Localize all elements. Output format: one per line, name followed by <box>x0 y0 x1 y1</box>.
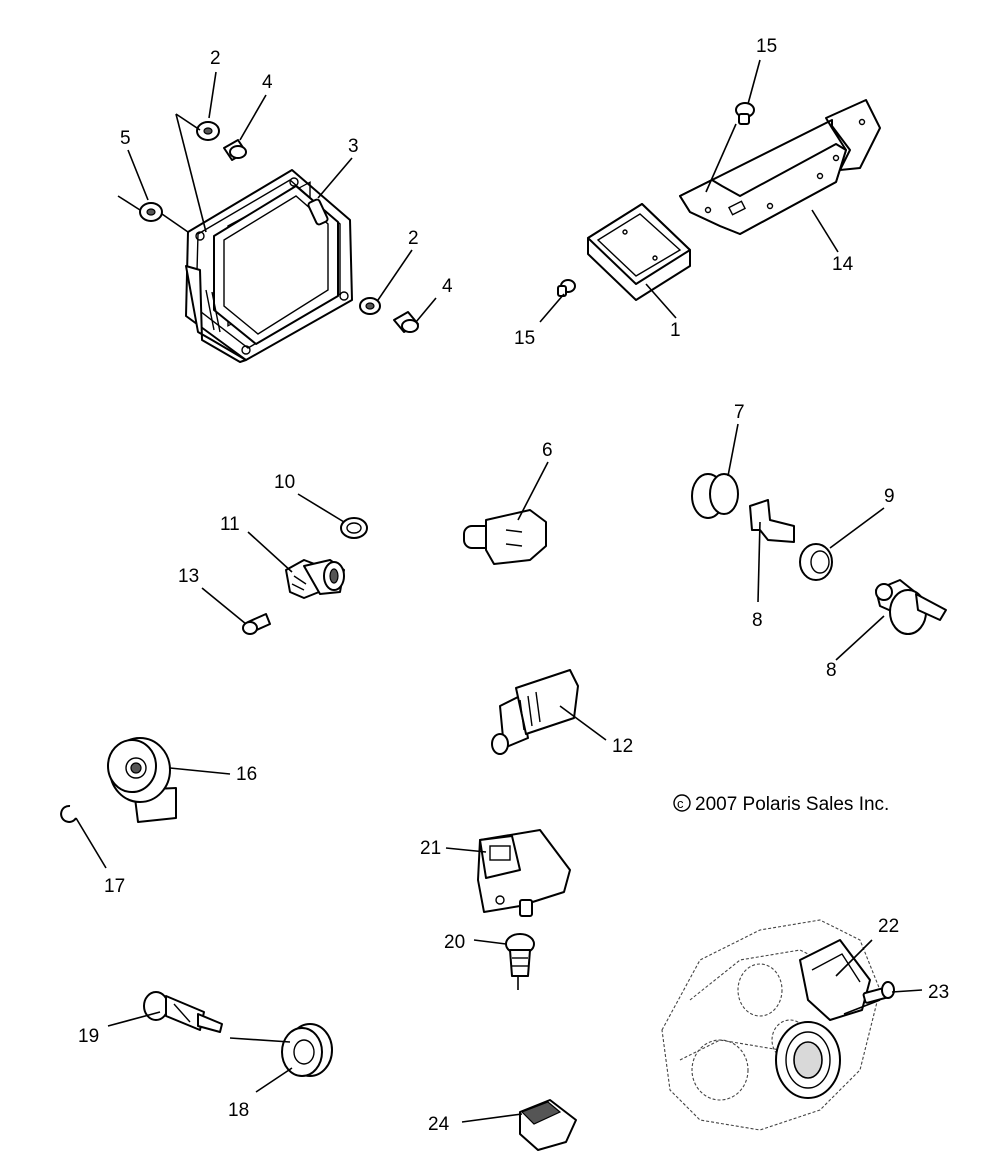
callout-20: 20 <box>444 932 465 953</box>
grommet-2-lower <box>359 297 381 315</box>
copyright-symbol-circle <box>673 794 691 812</box>
clip-17 <box>60 804 77 823</box>
callout-21: 21 <box>420 838 441 859</box>
callout-24: 24 <box>428 1114 450 1135</box>
relay-module <box>587 203 691 301</box>
callout-16: 16 <box>236 764 257 785</box>
callout-4-upper: 4 <box>262 72 273 93</box>
bolt-13 <box>242 613 271 635</box>
switch-24 <box>519 1099 577 1151</box>
callout-3: 3 <box>348 136 359 157</box>
callout-14: 14 <box>832 254 854 275</box>
sensor-6 <box>463 509 547 565</box>
callout-1: 1 <box>670 320 681 341</box>
callout-11: 11 <box>220 514 240 535</box>
bushing-4-lower <box>393 311 419 333</box>
callout-19: 19 <box>78 1026 99 1047</box>
callout-15-lower: 15 <box>514 328 535 349</box>
callout-4-lower: 4 <box>442 276 453 297</box>
callout-9: 9 <box>884 486 895 507</box>
callout-2-lower: 2 <box>408 228 419 249</box>
callout-5: 5 <box>120 128 131 149</box>
callout-22: 22 <box>878 916 899 937</box>
seal-18 <box>281 1023 333 1077</box>
bushing-4-upper <box>223 139 247 161</box>
mounting-bracket <box>679 99 881 235</box>
sensor-12 <box>491 669 579 755</box>
copyright-symbol-letter: c <box>677 796 684 811</box>
callout-labels: 1 2 2 3 4 4 5 6 7 8 8 9 10 11 12 13 14 1… <box>78 36 949 1135</box>
callout-15-upper: 15 <box>756 36 777 57</box>
ecu-module <box>185 169 353 363</box>
callout-6: 6 <box>542 440 553 461</box>
callout-18: 18 <box>228 1100 249 1121</box>
clip-8 <box>749 499 795 543</box>
washer-10 <box>340 517 368 539</box>
screw-15-lower <box>557 279 576 297</box>
cap-7 <box>691 473 739 519</box>
nut-9 <box>799 543 833 581</box>
callout-7: 7 <box>734 402 745 423</box>
screw-15-upper <box>735 102 755 125</box>
leader-lines <box>75 59 923 1123</box>
copyright-notice: c 2007 Polaris Sales Inc. <box>673 794 889 815</box>
callout-8-lower: 8 <box>826 660 837 681</box>
sensor-11 <box>285 559 345 599</box>
copyright-text: 2007 Polaris Sales Inc. <box>695 794 889 815</box>
sensor-21 <box>477 829 571 917</box>
grommet-2-upper <box>196 121 220 141</box>
callout-23: 23 <box>928 982 949 1003</box>
callout-13: 13 <box>178 566 199 587</box>
callout-12: 12 <box>612 736 633 757</box>
sensor-8 <box>875 579 947 635</box>
oring-20 <box>505 933 535 977</box>
throttle-body-assembly <box>661 919 881 1131</box>
callout-17: 17 <box>104 876 125 897</box>
sensor-16 <box>107 737 177 823</box>
bolt-23 <box>862 981 895 1004</box>
callout-2-upper: 2 <box>210 48 221 69</box>
grommet-5 <box>139 202 163 222</box>
sensor-19 <box>143 991 223 1033</box>
callout-8-upper: 8 <box>752 610 763 631</box>
callout-10: 10 <box>274 472 295 493</box>
